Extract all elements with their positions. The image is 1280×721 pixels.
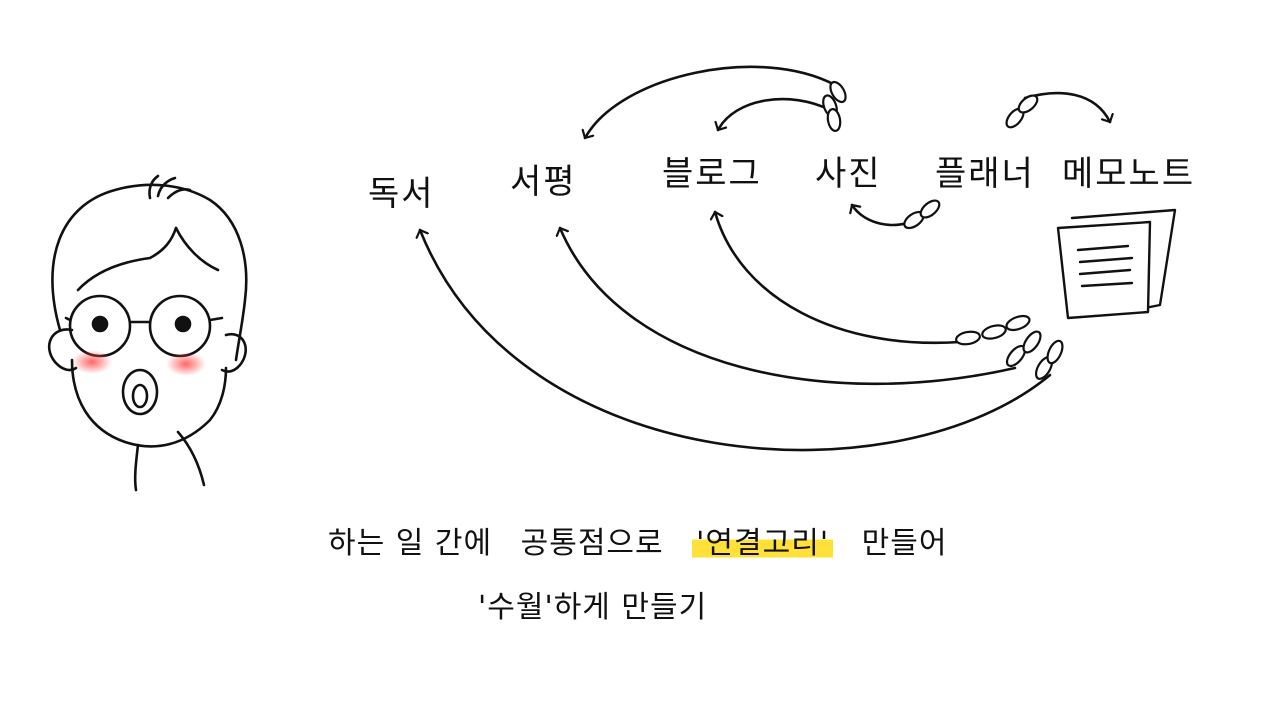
document-icon xyxy=(1056,208,1177,320)
chain-link-icon xyxy=(1005,314,1031,332)
caption-line-1-part-b: 공통점으로 xyxy=(520,526,664,561)
label-photo: 사진 xyxy=(815,154,882,194)
character-illustration xyxy=(48,174,248,492)
caption-line-1-part-a: 하는 일 간에 xyxy=(328,526,493,561)
chain-link-icon xyxy=(829,80,847,104)
left-blush xyxy=(72,350,112,374)
label-blog: 블로그 xyxy=(662,154,762,194)
label-memo-note: 메모노트 xyxy=(1062,154,1196,194)
mouth-icon xyxy=(121,368,159,416)
caption-line-1: 하는 일 간에 공통점으로 '연결고리' 만들어 xyxy=(328,518,947,562)
left-ear xyxy=(48,328,78,372)
arrow-photo-to-blog xyxy=(718,97,832,132)
character-head xyxy=(51,183,248,362)
right-ear xyxy=(220,332,247,373)
chain-link-icons xyxy=(822,80,1064,380)
chain-link-icon xyxy=(919,199,941,219)
chain-link-icon xyxy=(826,108,842,132)
chain-link-icon xyxy=(1046,339,1064,365)
caption-line-2: '수월'하게 만들기 xyxy=(478,590,708,625)
chain-link-icon xyxy=(955,330,981,346)
arrow-photo-to-review xyxy=(585,65,837,140)
right-blush xyxy=(166,352,206,376)
arrow-to-review xyxy=(560,226,1017,386)
left-eye xyxy=(91,315,109,333)
arrow-to-blog xyxy=(715,210,962,345)
label-reading: 독서 xyxy=(368,174,435,214)
right-eye xyxy=(174,315,192,333)
label-planner: 플래너 xyxy=(935,154,1035,194)
caption-line-1-part-c: 만들어 xyxy=(861,526,948,561)
label-review: 서평 xyxy=(510,162,577,202)
chain-link-icon xyxy=(981,324,1007,340)
hair-tuft-icon xyxy=(148,174,192,200)
chain-link-icon xyxy=(1017,94,1039,114)
chain-link-icon xyxy=(1022,330,1042,354)
arrow-to-reading xyxy=(420,228,1052,452)
caption-highlight: '연결고리' xyxy=(692,526,834,561)
